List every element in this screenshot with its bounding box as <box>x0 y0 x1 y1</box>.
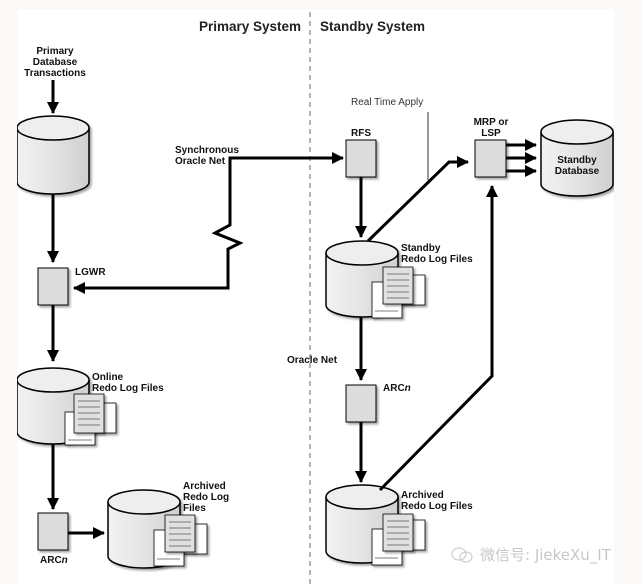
arrow-standby-redo-to-mrp <box>366 156 469 243</box>
real-time-apply-label: Real Time Apply <box>351 97 424 108</box>
label-line: Redo Log Files <box>401 254 473 265</box>
lgwr-label: LGWR <box>75 267 106 278</box>
online-redo-label: Online Redo Log Files <box>92 372 164 394</box>
wechat-icon <box>451 547 473 563</box>
oracle-net-label: Oracle Net <box>287 355 338 366</box>
online-redo-files-icon <box>64 393 117 446</box>
label-line: MRP or <box>473 117 509 128</box>
label-line: Archived <box>183 481 226 492</box>
label-line: Archived <box>401 490 444 501</box>
arcn-standby-label: ARCn <box>383 383 411 394</box>
archived-standby-label: Archived Redo Log Files <box>401 490 473 512</box>
label-line: Oracle Net <box>175 156 226 167</box>
arcn-standby-process-box <box>345 384 377 423</box>
standby-database-icon <box>540 119 614 197</box>
label-text: ARC <box>40 555 62 566</box>
label-line: Primary <box>36 46 74 57</box>
label-line: Redo Log Files <box>92 383 164 394</box>
mrp-lsp-label: MRP or LSP <box>469 117 513 139</box>
rfs-label: RFS <box>351 128 371 139</box>
label-suffix: n <box>61 555 68 566</box>
label-line: Transactions <box>24 68 86 79</box>
arcn-primary-process-box <box>37 512 69 551</box>
label-line: Redo Log <box>183 492 230 503</box>
arcn-primary-label: ARCn <box>40 555 68 566</box>
lgwr-process-box <box>37 267 69 306</box>
archived-standby-files-icon <box>371 513 426 566</box>
standby-redo-label: Standby Redo Log Files <box>401 243 473 265</box>
label-text: ARC <box>383 383 405 394</box>
diagram-canvas <box>17 9 614 584</box>
primary-system-heading: Primary System <box>199 19 302 34</box>
standby-database-label: Standby Database <box>541 155 613 177</box>
mrp-lsp-process-box <box>474 139 507 178</box>
rfs-process-box <box>345 139 377 178</box>
archived-primary-files-icon <box>153 514 208 567</box>
label-line: Online <box>92 372 124 383</box>
label-line: Synchronous <box>175 145 239 156</box>
sync-oracle-net-label: Synchronous Oracle Net <box>175 145 239 167</box>
label-line: Standby <box>401 243 441 254</box>
standby-redo-files-icon <box>371 266 426 319</box>
diagram-svg <box>17 12 614 584</box>
archived-primary-label: Archived Redo Log Files <box>183 481 229 514</box>
label-suffix: n <box>404 383 411 394</box>
apply-arrows <box>506 139 537 177</box>
label-line: LSP <box>481 128 501 139</box>
sync-oracle-net-line <box>73 156 340 294</box>
label-line: Files <box>183 503 206 514</box>
standby-system-heading: Standby System <box>320 19 426 34</box>
primary-database-icon <box>17 115 90 195</box>
watermark-text: 微信号: JiekeXu_IT <box>480 546 611 564</box>
label-line: Database <box>554 166 600 177</box>
primary-transactions-label: Primary Database Transactions <box>22 46 88 79</box>
label-line: Standby <box>557 155 597 166</box>
arrow-archived-standby-to-mrp <box>378 185 498 492</box>
label-line: Redo Log Files <box>401 501 473 512</box>
label-line: Database <box>32 57 78 68</box>
